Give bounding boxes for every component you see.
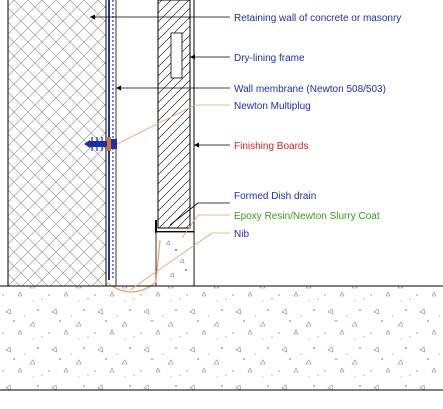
label-wall-membrane: Wall membrane (Newton 508/503) bbox=[234, 84, 386, 95]
label-formed-dish-drain: Formed Dish drain bbox=[234, 191, 316, 202]
label-newton-multiplug: Newton Multiplug bbox=[234, 101, 311, 112]
nib-texture bbox=[165, 240, 188, 278]
epoxy-slurry-dish bbox=[105, 239, 161, 293]
newton-multiplug bbox=[84, 137, 117, 151]
label-epoxy-resin: Epoxy Resin/Newton Slurry Coat bbox=[234, 211, 380, 222]
label-dry-lining-frame: Dry-lining frame bbox=[234, 53, 305, 64]
frame-fixing-slot bbox=[170, 32, 183, 79]
leader-lines bbox=[90, 14, 230, 291]
label-retaining-wall: Retaining wall of concrete or masonry bbox=[234, 13, 401, 24]
floor-slab bbox=[0, 286, 443, 390]
label-finishing-boards: Finishing Boards bbox=[234, 141, 308, 152]
label-nib: Nib bbox=[234, 229, 249, 240]
